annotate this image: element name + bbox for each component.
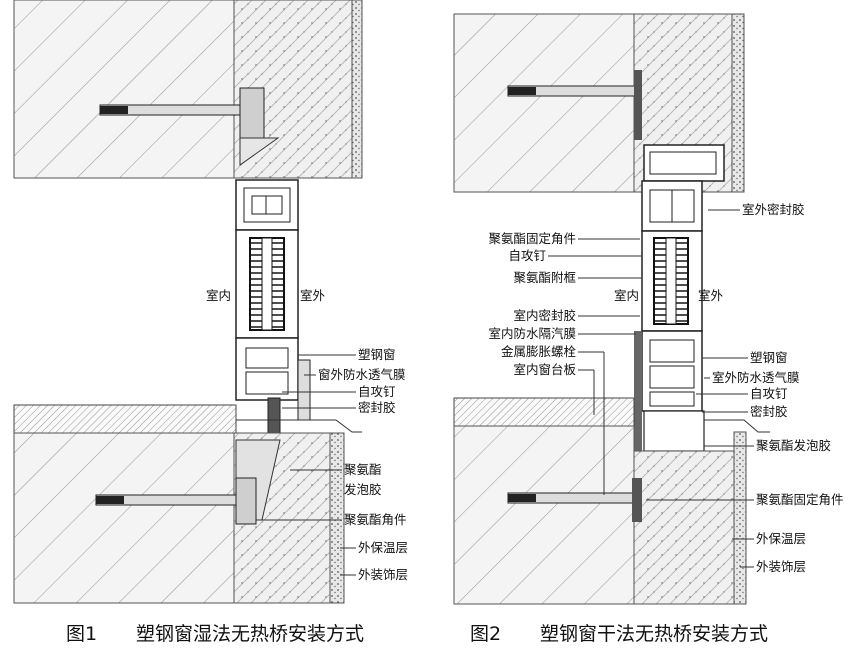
fig1-outdoor-label: 室外 bbox=[300, 288, 326, 303]
fig1-label-window: 塑钢窗 bbox=[358, 347, 396, 362]
fig2-caption-title: 塑钢窗干法无热桥安装方式 bbox=[540, 623, 768, 645]
fig2-label-sealant: 密封胶 bbox=[750, 404, 788, 419]
fig2-label-pu-subframe: 聚氨酯附框 bbox=[513, 270, 576, 285]
fig2-outdoor-label: 室外 bbox=[698, 288, 724, 303]
fig1-label-finish: 外装饰层 bbox=[358, 567, 408, 582]
figure2-drawing: 室内 室外 聚氨酯固定角件 自攻钉 聚氨酯附框 室内密封胶 室内防水隔汽膜 金属… bbox=[453, 13, 844, 605]
fig2-label-pu-fixing-bracket-right: 聚氨酯固定角件 bbox=[756, 492, 844, 507]
fig2-label-pu-fixing-bracket: 聚氨酯固定角件 bbox=[488, 231, 576, 246]
fig2-label-indoor-sealant: 室内密封胶 bbox=[513, 308, 576, 323]
fig1-label-foam: 发泡胶 bbox=[344, 482, 382, 497]
fig1-indoor-label: 室内 bbox=[206, 288, 231, 303]
fig2-label-outdoor-sealant: 室外密封胶 bbox=[742, 202, 805, 217]
fig1-label-pu-bracket: 聚氨酯角件 bbox=[344, 512, 407, 527]
figure1-drawing: 室内 室外 塑钢窗 窗外防水透气膜 自攻钉 密封胶 聚氨酯 发泡胶 聚氨酯角件 … bbox=[13, 0, 408, 604]
fig1-label-breathable-membrane: 窗外防水透气膜 bbox=[318, 367, 406, 382]
fig2-indoor-label: 室内 bbox=[614, 288, 639, 303]
fig2-label-indoor-sill-board: 室内窗台板 bbox=[513, 362, 576, 377]
fig1-label-insulation: 外保温层 bbox=[358, 540, 408, 555]
fig2-label-finish: 外装饰层 bbox=[756, 559, 806, 574]
fig1-label-sealant: 密封胶 bbox=[358, 400, 396, 415]
fig2-label-pu-foam: 聚氨酯发泡胶 bbox=[756, 438, 831, 453]
fig2-label-vapor-barrier: 室内防水隔汽膜 bbox=[488, 326, 576, 341]
fig2-label-breathable-membrane: 室外防水透气膜 bbox=[712, 370, 800, 385]
fig2-label-screw-left: 自攻钉 bbox=[508, 248, 546, 263]
fig1-label-screw: 自攻钉 bbox=[358, 384, 396, 399]
fig1-label-polyurethane: 聚氨酯 bbox=[344, 462, 382, 477]
fig1-caption-number: 图1 bbox=[66, 623, 97, 645]
fig2-label-screw-right: 自攻钉 bbox=[750, 386, 788, 401]
fig2-label-expansion-bolt: 金属膨胀螺栓 bbox=[501, 344, 577, 359]
fig1-caption-title: 塑钢窗湿法无热桥安装方式 bbox=[136, 623, 364, 645]
fig2-label-insulation: 外保温层 bbox=[756, 531, 806, 546]
fig2-caption-number: 图2 bbox=[470, 623, 501, 645]
fig2-label-window: 塑钢窗 bbox=[750, 350, 788, 365]
